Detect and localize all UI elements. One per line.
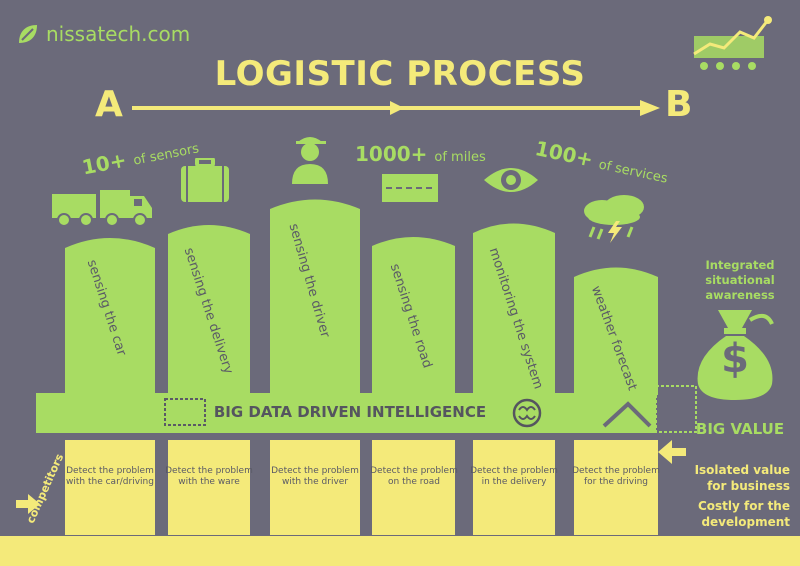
process-arrow	[132, 100, 660, 116]
pillar-road	[372, 237, 455, 395]
road-icon	[382, 174, 438, 202]
suitcase-icon	[181, 158, 229, 202]
cloud-rain-icon	[584, 195, 644, 243]
brain-icon	[512, 398, 542, 428]
pillar-delivery	[168, 225, 250, 395]
problem-road: Detect the problem on the road	[370, 466, 458, 487]
intelligence-bar	[36, 393, 656, 433]
isolated-value-note: Isolated value for business	[694, 463, 790, 493]
costly-note: Costly for the development	[697, 499, 790, 529]
brand-name: nissatech.com	[46, 22, 191, 46]
problem-car: Detect the problem with the car/driving	[66, 466, 154, 487]
pillar-car	[65, 238, 155, 395]
integrated-awareness: Integrated situational awareness	[705, 258, 775, 302]
truck-icon	[52, 190, 152, 227]
big-value-label: BIG VALUE	[695, 420, 785, 438]
pillar-system	[473, 223, 555, 395]
miles-stat: 1000+ of miles	[355, 142, 486, 166]
arrow-left-icon	[658, 440, 686, 464]
leaf-logo-icon	[19, 25, 37, 43]
intelligence-bar-label: BIG DATA DRIVEN INTELLIGENCE	[213, 403, 487, 421]
problem-system: Detect the problem in the delivery	[470, 466, 558, 487]
arrow-right-icon	[16, 494, 40, 514]
problem-weather: Detect the problem for the driving	[572, 466, 660, 487]
end-label: B	[665, 84, 693, 125]
driver-icon	[292, 137, 328, 184]
base-bar	[0, 536, 800, 566]
start-label: A	[95, 84, 123, 125]
brand: nissatech.com	[16, 14, 190, 54]
dollar-symbol: $	[721, 336, 749, 382]
eye-icon	[484, 168, 538, 192]
growth-chart-icon	[693, 16, 772, 70]
page-title: LOGISTIC PROCESS	[214, 54, 586, 94]
pillar-weather	[574, 267, 658, 395]
pillar-driver	[270, 199, 360, 395]
money-bag-icon	[697, 310, 774, 400]
problem-delivery: Detect the problem with the ware	[165, 466, 253, 487]
problem-driver: Detect the problem with the driver	[271, 466, 359, 487]
miles-number: 1000+	[355, 142, 428, 166]
miles-text: of miles	[434, 150, 486, 165]
